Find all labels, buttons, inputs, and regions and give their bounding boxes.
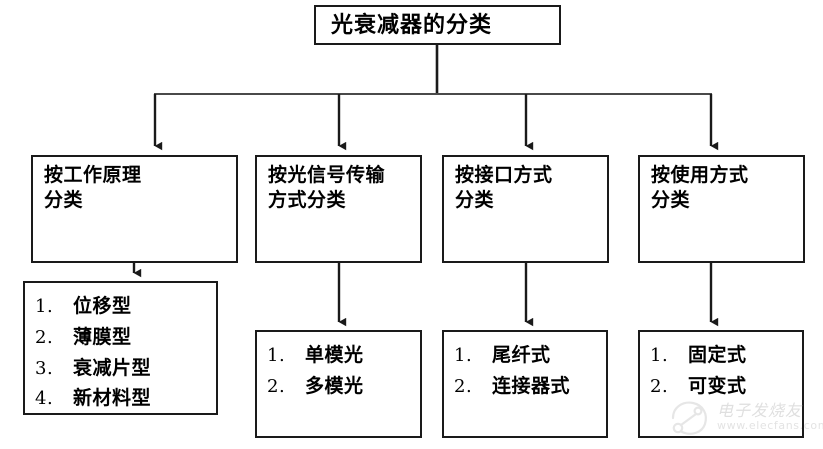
node-category-0-label: 按工作原理 分类 xyxy=(44,164,142,212)
list-item-number: 2. xyxy=(267,375,286,397)
list-item: 1. 位移型 xyxy=(35,291,151,322)
list-item-number: 2. xyxy=(454,375,473,397)
list-item: 2. 薄膜型 xyxy=(35,322,151,353)
leaf-list-1: 1. 单模光 2. 多模光 xyxy=(267,340,364,402)
list-item-label: 固定式 xyxy=(688,344,747,366)
node-category-usage-type[interactable]: 按使用方式 分类 xyxy=(638,155,805,263)
list-item-label: 尾纤式 xyxy=(492,344,551,366)
leaf-list-3: 1. 固定式 2. 可变式 xyxy=(650,340,747,402)
node-leaf-list-signal-transmission[interactable]: 1. 单模光 2. 多模光 xyxy=(255,330,422,438)
list-item-label: 衰减片型 xyxy=(73,356,152,379)
node-category-1-label: 按光信号传输 方式分类 xyxy=(268,164,386,212)
list-item-number: 1. xyxy=(35,296,54,317)
list-item: 1. 单模光 xyxy=(267,340,364,371)
node-leaf-list-usage-type[interactable]: 1. 固定式 2. 可变式 xyxy=(638,330,804,438)
list-item-number: 1. xyxy=(650,345,669,366)
node-category-2-label: 按接口方式 分类 xyxy=(455,164,553,212)
list-item-number: 1. xyxy=(267,345,286,366)
list-item: 2. 连接器式 xyxy=(454,371,570,402)
list-item: 3. 衰减片型 xyxy=(35,353,151,384)
list-item-label: 位移型 xyxy=(73,295,132,317)
list-item-number: 4. xyxy=(35,388,54,410)
list-item-number: 3. xyxy=(35,357,54,379)
list-item-number: 2. xyxy=(35,326,54,348)
leaf-list-2: 1. 尾纤式 2. 连接器式 xyxy=(454,340,570,402)
node-root-title-label: 光衰减器的分类 xyxy=(331,13,493,38)
node-category-interface-type[interactable]: 按接口方式 分类 xyxy=(442,155,609,263)
list-item: 2. 可变式 xyxy=(650,371,747,402)
list-item: 4. 新材料型 xyxy=(35,383,151,414)
leaf-list-0: 1. 位移型 2. 薄膜型 3. 衰减片型 4. 新材料型 xyxy=(35,291,151,414)
list-item-label: 多模光 xyxy=(305,374,364,397)
list-item-number: 1. xyxy=(454,345,473,366)
node-root-title[interactable]: 光衰减器的分类 xyxy=(314,5,561,45)
list-item-label: 新材料型 xyxy=(73,387,152,410)
list-item: 1. 尾纤式 xyxy=(454,340,570,371)
node-category-work-principle[interactable]: 按工作原理 分类 xyxy=(31,155,238,263)
node-category-3-label: 按使用方式 分类 xyxy=(651,164,749,212)
node-category-signal-transmission[interactable]: 按光信号传输 方式分类 xyxy=(255,155,422,263)
list-item-label: 薄膜型 xyxy=(73,325,132,348)
list-item-label: 可变式 xyxy=(688,374,747,397)
list-item-label: 连接器式 xyxy=(492,374,571,397)
list-item: 2. 多模光 xyxy=(267,371,364,402)
list-item-label: 单模光 xyxy=(305,344,364,366)
node-leaf-list-work-principle[interactable]: 1. 位移型 2. 薄膜型 3. 衰减片型 4. 新材料型 xyxy=(23,281,218,415)
list-item: 1. 固定式 xyxy=(650,340,747,371)
list-item-number: 2. xyxy=(650,375,669,397)
node-leaf-list-interface-type[interactable]: 1. 尾纤式 2. 连接器式 xyxy=(442,330,608,438)
